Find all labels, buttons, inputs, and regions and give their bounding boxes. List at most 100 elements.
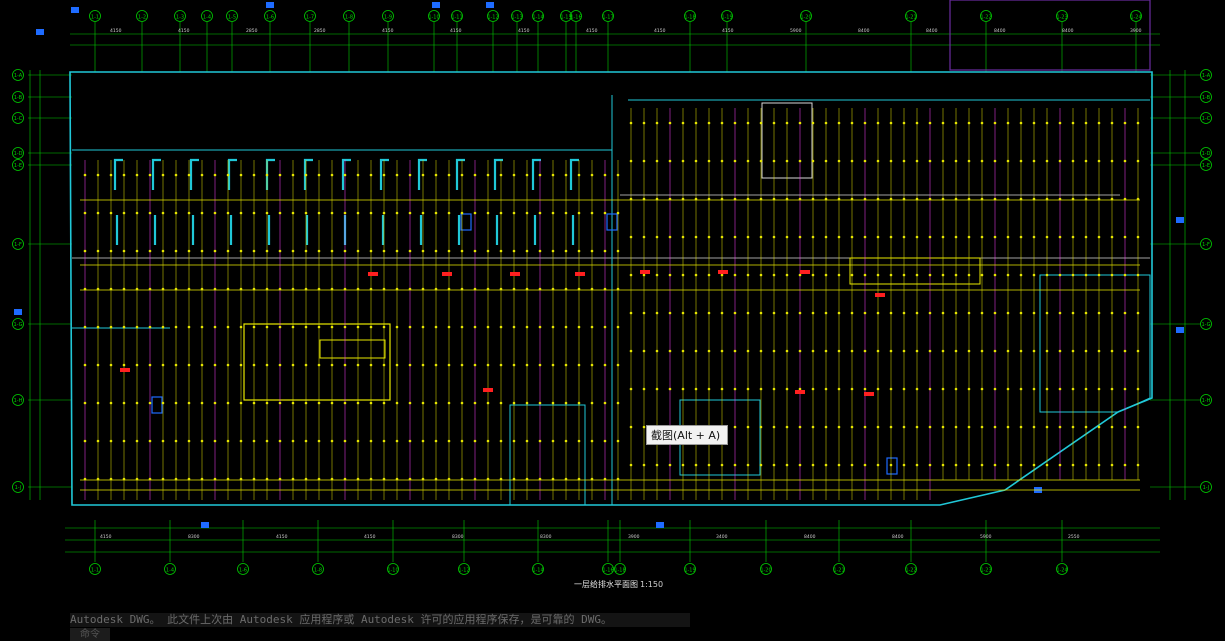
sprinkler-head [408, 401, 412, 405]
sprinkler-head [343, 249, 347, 253]
sprinkler-head [941, 273, 945, 277]
sprinkler-head [1123, 159, 1127, 163]
sprinkler-head [291, 439, 295, 443]
sprinkler-head [915, 349, 919, 353]
sprinkler-head [291, 325, 295, 329]
grid-bubble [458, 563, 470, 575]
sprinkler-head [187, 401, 191, 405]
sprinkler-head [863, 235, 867, 239]
sprinkler-head [928, 425, 932, 429]
column-wall [455, 158, 465, 190]
dimension-text: 2850 [314, 28, 326, 34]
sprinkler-head [902, 273, 906, 277]
sprinkler-head [876, 273, 880, 277]
sprinkler-head [369, 401, 373, 405]
sprinkler-head [629, 349, 633, 353]
sprinkler-head [746, 349, 750, 353]
marker-symbol [266, 2, 274, 8]
sprinkler-head [928, 349, 932, 353]
sprinkler-head [720, 235, 724, 239]
sprinkler-head [902, 235, 906, 239]
sprinkler-head [980, 235, 984, 239]
sprinkler-head [876, 235, 880, 239]
grid-label: 1-18 [684, 15, 695, 21]
sprinkler-head [226, 173, 230, 177]
sprinkler-head [577, 249, 581, 253]
grid-bubble [1056, 563, 1068, 575]
sprinkler-head [304, 173, 308, 177]
sprinkler-head [538, 325, 542, 329]
sprinkler-head [460, 211, 464, 215]
sprinkler-head [382, 211, 386, 215]
grid-label: 1-6 [239, 568, 247, 574]
grid-bubble [721, 10, 733, 22]
sprinkler-head [551, 363, 555, 367]
sprinkler-head [564, 173, 568, 177]
sprinkler-head [564, 325, 568, 329]
sprinkler-head [902, 387, 906, 391]
sprinkler-head [967, 121, 971, 125]
sprinkler-head [551, 249, 555, 253]
sprinkler-head [616, 211, 620, 215]
grid-label: 1-21 [905, 15, 916, 21]
sprinkler-head [1032, 311, 1036, 315]
sprinkler-head [1058, 159, 1062, 163]
sprinkler-head [330, 439, 334, 443]
sprinkler-head [1032, 387, 1036, 391]
dimension-text: 2550 [1068, 534, 1080, 540]
sprinkler-head [1110, 387, 1114, 391]
sprinkler-head [1123, 463, 1127, 467]
sprinkler-head [135, 249, 139, 253]
sprinkler-head [96, 439, 100, 443]
sprinkler-head [694, 311, 698, 315]
sprinkler-head [941, 121, 945, 125]
sprinkler-head [1058, 273, 1062, 277]
sprinkler-head [668, 387, 672, 391]
sprinkler-head [1071, 425, 1075, 429]
grid-bubble [1130, 10, 1142, 22]
sprinkler-head [265, 211, 269, 215]
sprinkler-head [408, 325, 412, 329]
grid-bubble [312, 563, 324, 575]
grid-label: 1-24 [1130, 15, 1141, 21]
sprinkler-head [863, 121, 867, 125]
grid-label: 1-18 [614, 568, 625, 574]
grid-label: 1-C [1202, 116, 1211, 122]
red-annotation [718, 270, 728, 274]
red-annotation [800, 270, 810, 274]
grid-label: 1-6 [266, 15, 274, 21]
sprinkler-head [1058, 121, 1062, 125]
sprinkler-head [317, 211, 321, 215]
sprinkler-head [876, 463, 880, 467]
sprinkler-head [1084, 311, 1088, 315]
sprinkler-head [1006, 425, 1010, 429]
sprinkler-head [889, 121, 893, 125]
command-line[interactable]: 命令 [70, 628, 110, 641]
dimension-text: 8300 [188, 534, 200, 540]
dimension-text: 5900 [980, 534, 992, 540]
sprinkler-head [473, 173, 477, 177]
sprinkler-head [629, 463, 633, 467]
sprinkler-head [1084, 349, 1088, 353]
sprinkler-head [239, 363, 243, 367]
sprinkler-head [1097, 463, 1101, 467]
grid-bubble [12, 238, 24, 250]
sprinkler-head [629, 425, 633, 429]
sprinkler-head [1032, 273, 1036, 277]
sprinkler-head [122, 363, 126, 367]
sprinkler-head [694, 159, 698, 163]
dimension-text: 8400 [892, 534, 904, 540]
sprinkler-head [551, 439, 555, 443]
sprinkler-head [382, 249, 386, 253]
sprinkler-head [538, 401, 542, 405]
sprinkler-head [642, 273, 646, 277]
sprinkler-head [187, 363, 191, 367]
sprinkler-head [707, 159, 711, 163]
grid-label: 1-20 [800, 15, 811, 21]
sprinkler-head [746, 425, 750, 429]
sprinkler-head [1136, 463, 1140, 467]
sprinkler-head [174, 249, 178, 253]
sprinkler-head [616, 401, 620, 405]
